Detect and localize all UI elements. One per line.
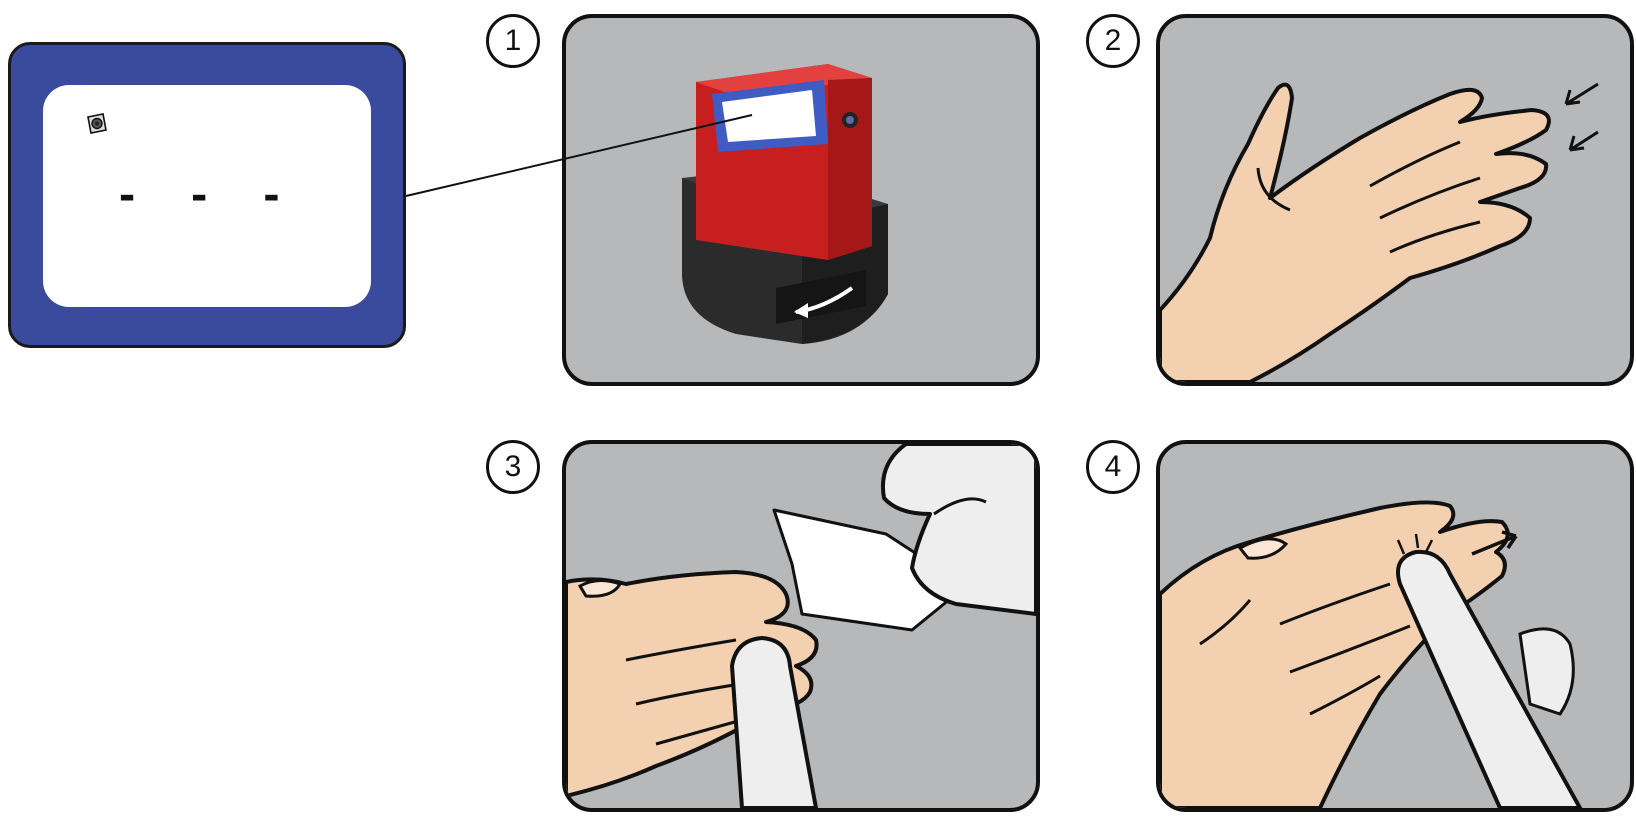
step-2-badge: 2 (1086, 14, 1140, 68)
analyzer-device-icon (566, 18, 1036, 382)
step-3-panel (562, 440, 1040, 812)
step-1-badge: 1 (486, 14, 540, 68)
wipe-hand-icon (566, 444, 1036, 808)
arrow-icon (1566, 84, 1598, 150)
hand-with-arrows-icon (1160, 18, 1630, 382)
step-2-panel (1156, 14, 1634, 386)
step-4-badge: 4 (1086, 440, 1140, 494)
step-2-number: 2 (1105, 24, 1122, 58)
step-1-panel (562, 14, 1040, 386)
display-screen: - - - (43, 85, 371, 307)
step-3-number: 3 (505, 450, 522, 484)
cartridge-icon (83, 111, 109, 137)
step-1-number: 1 (505, 24, 522, 58)
display-enlargement: - - - (8, 42, 406, 348)
step-4-number: 4 (1105, 450, 1122, 484)
finger-massage-icon (1160, 444, 1630, 808)
step-3-badge: 3 (486, 440, 540, 494)
display-reading: - - - (115, 173, 295, 219)
step-4-panel (1156, 440, 1634, 812)
